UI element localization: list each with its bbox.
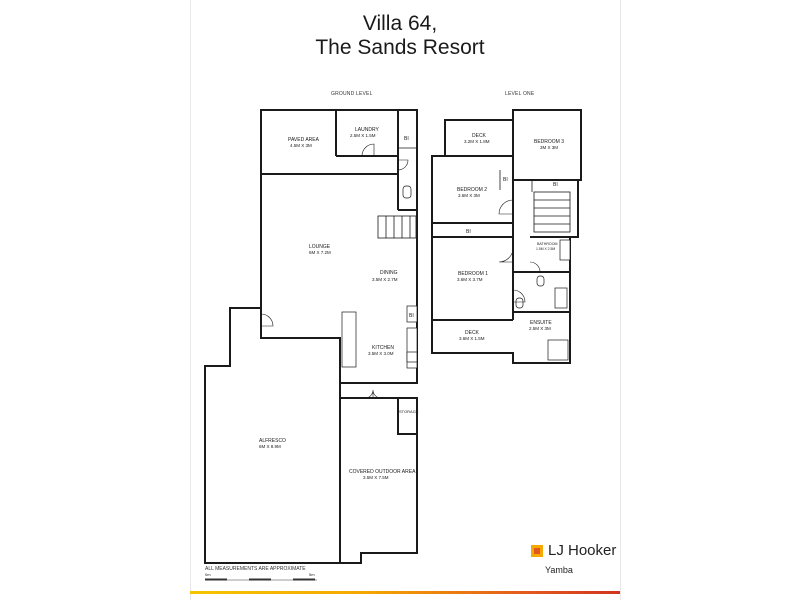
lounge-dim: 6M X 7.2M (309, 250, 331, 255)
wc-door-swing (397, 159, 409, 171)
ground-level-label: GROUND LEVEL (331, 91, 373, 97)
bedroom1-door-swing (498, 247, 514, 263)
ensuite-door-swing (512, 289, 526, 303)
brand-name: LJ Hooker (548, 542, 617, 559)
scale-bar: 0m 5m (205, 572, 317, 581)
alfresco-outline (204, 307, 418, 564)
toilet-bathroom (536, 275, 545, 287)
laundry-label: LAUNDRY (355, 127, 379, 133)
kitchen-dim: 3.5M X 3.0M (368, 351, 394, 356)
measurement-note: ALL MEASUREMENTS ARE APPROXIMATE (205, 566, 306, 572)
laundry-bi-label: BI (404, 136, 409, 142)
vanity-bathroom (559, 239, 571, 261)
outdoor-door-swing (260, 313, 274, 327)
bedroom1-label: BEDROOM 1 (458, 271, 488, 277)
shower-ensuite (547, 339, 569, 361)
paved-area-dim: 4.5M X 3M (290, 143, 312, 148)
bedroom3-bi-label: BI (553, 182, 558, 188)
ensuite-dim: 2.5M X 3M (529, 326, 551, 331)
level-one-stairs (533, 191, 571, 233)
bedroom3-label: BEDROOM 3 (534, 139, 564, 145)
alfresco-dim: 6M X 8.9M (259, 444, 281, 449)
vanity-ensuite (554, 287, 568, 309)
toilet-ensuite (515, 297, 524, 309)
office-name: Yamba (545, 565, 573, 575)
deck-bottom-dim: 3.6M X 1.5M (459, 336, 485, 341)
brand-gradient-bar (190, 591, 620, 594)
ground-outer-wall (260, 109, 418, 384)
dining-label: DINING (380, 270, 398, 276)
deck-top-dim: 3.2M X 1.8M (464, 139, 490, 144)
level-one-outer-wall (431, 155, 579, 364)
bedroom1-dim: 3.6M X 3.7M (457, 277, 483, 282)
page-guide-left (190, 0, 191, 600)
cooktop (406, 351, 418, 363)
brand-logo: LJ Hooker (531, 542, 616, 559)
kitchen-bi-label: BI (409, 313, 414, 319)
bathroom-dim: 1.5M X 2.5M (536, 247, 555, 251)
lounge-label: LOUNGE (309, 244, 331, 250)
kitchen-counter (406, 327, 418, 369)
bedroom2-bi-label: BI (503, 177, 508, 183)
covered-outdoor-dim: 3.5M X 7.5M (363, 475, 389, 480)
fridge-bi (406, 305, 418, 323)
bedroom2-door-swing (498, 199, 514, 215)
scale-end-label: 5m (309, 572, 315, 577)
ground-level-plan: PAVED AREA 4.5M X 3M LAUNDRY 2.5M X 1.5M… (204, 109, 419, 564)
paved-area-label: PAVED AREA (288, 137, 320, 143)
covered-outdoor-label: COVERED OUTDOOR AREA (349, 469, 416, 475)
storage-door-swing (364, 389, 382, 399)
level-one-label: LEVEL ONE (505, 91, 535, 97)
bathroom-door-swing (529, 261, 541, 273)
storage-label: STORAGE (399, 409, 419, 414)
ensuite-label: ENSUITE (530, 320, 552, 326)
page-guide-right (620, 0, 621, 600)
storage-walls (397, 397, 418, 435)
bedroom2-label: BEDROOM 2 (457, 187, 487, 193)
deck-bottom-label: DECK (465, 330, 480, 336)
bathroom-label: BATHROOM (537, 242, 558, 246)
lj-hooker-logo-icon (531, 544, 543, 557)
alfresco-label: ALFRESCO (259, 438, 286, 444)
kitchen-label: KITCHEN (372, 345, 394, 351)
property-subtitle: The Sands Resort (315, 36, 485, 59)
laundry-dim: 2.5M X 1.5M (350, 133, 376, 138)
deck-top-label: DECK (472, 133, 487, 139)
bedroom3-dim: 3M X 3M (540, 145, 558, 150)
bedroom2-dim: 3.6M X 3M (458, 193, 480, 198)
hall-bi-label: BI (466, 229, 471, 235)
scale-start-label: 0m (205, 572, 211, 577)
dining-dim: 3.5M X 2.7M (372, 277, 398, 282)
laundry-door-swing (361, 143, 375, 157)
property-title: Villa 64, (362, 12, 438, 35)
toilet-ground (402, 185, 412, 199)
ground-stairs (377, 215, 417, 239)
level-one-plan: DECK 3.2M X 1.8M BEDROOM 3 3M X 3M BEDRO… (431, 109, 582, 364)
kitchen-bench (341, 311, 357, 368)
